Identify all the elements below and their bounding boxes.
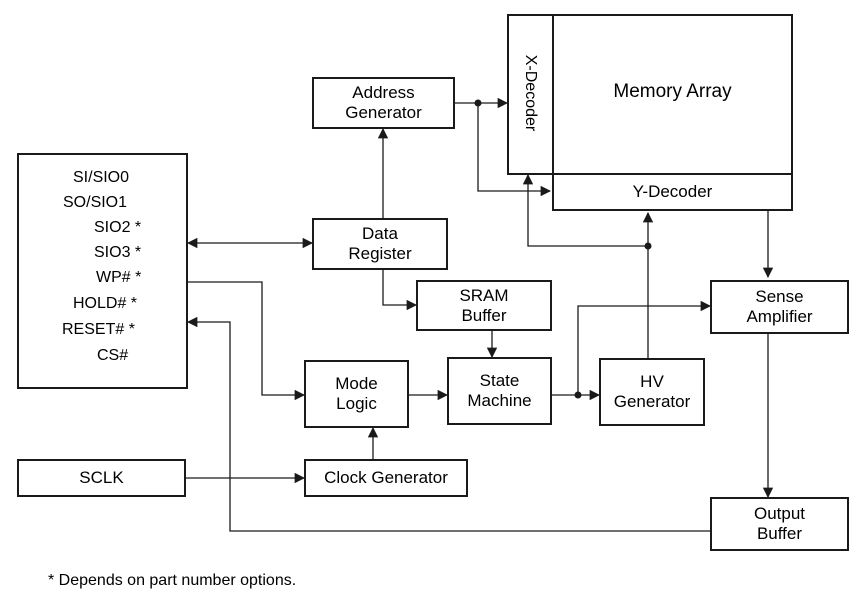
junction-dot (574, 391, 582, 399)
block-label: Y-Decoder (632, 182, 713, 201)
block-label: Clock Generator (324, 468, 448, 487)
block-label: Address (352, 83, 415, 102)
x-decoder-label: X-Decoder (522, 54, 539, 132)
block-label: HV (640, 372, 664, 391)
memory-array-block: Memory Array (552, 14, 793, 175)
block-label: Data (362, 224, 398, 243)
pin-label: SIO2 * (94, 219, 142, 236)
block-label: Logic (336, 394, 377, 413)
block-label: SCLK (79, 468, 124, 487)
wire-state-sense (577, 300, 712, 395)
pin-list-block (17, 153, 188, 389)
block-label: Register (348, 244, 412, 263)
pin-label: RESET# * (62, 321, 135, 338)
block-label: Buffer (756, 524, 803, 543)
pin-label: WP# * (96, 269, 142, 286)
block-label: Memory Array (613, 81, 732, 102)
block-label: Mode (335, 374, 378, 393)
block-label: Machine (467, 391, 532, 410)
footnote: * Depends on part number options. (48, 572, 297, 589)
junction-dot (644, 242, 652, 250)
wire-output-io (186, 316, 710, 532)
block-label: SRAM (459, 285, 509, 305)
pin-label: SIO3 * (94, 244, 142, 261)
block-label: State (479, 371, 520, 390)
block-label: Buffer (461, 305, 507, 325)
wire-hv-xdecoder (522, 173, 648, 247)
block-label: Sense (755, 287, 804, 306)
block-label: Amplifier (746, 307, 813, 326)
x-decoder-block (507, 14, 554, 175)
block-label: Generator (613, 392, 691, 411)
pin-label: CS# (97, 347, 129, 364)
wire-address-ydecoder (477, 103, 552, 197)
block-label: Generator (345, 103, 422, 122)
pin-label: HOLD# * (73, 295, 138, 312)
clock-generator-block: Clock Generator (304, 459, 468, 497)
junction-dot (474, 99, 482, 107)
pin-label: SO/SIO1 (63, 194, 128, 211)
sclk-block: SCLK (17, 459, 186, 497)
block-label: Output (753, 504, 806, 523)
wire-data-register-sram (382, 270, 418, 311)
wire-wp-mode (188, 281, 306, 401)
y-decoder-block: Y-Decoder (552, 173, 793, 211)
pin-label: SI/SIO0 (73, 169, 130, 186)
